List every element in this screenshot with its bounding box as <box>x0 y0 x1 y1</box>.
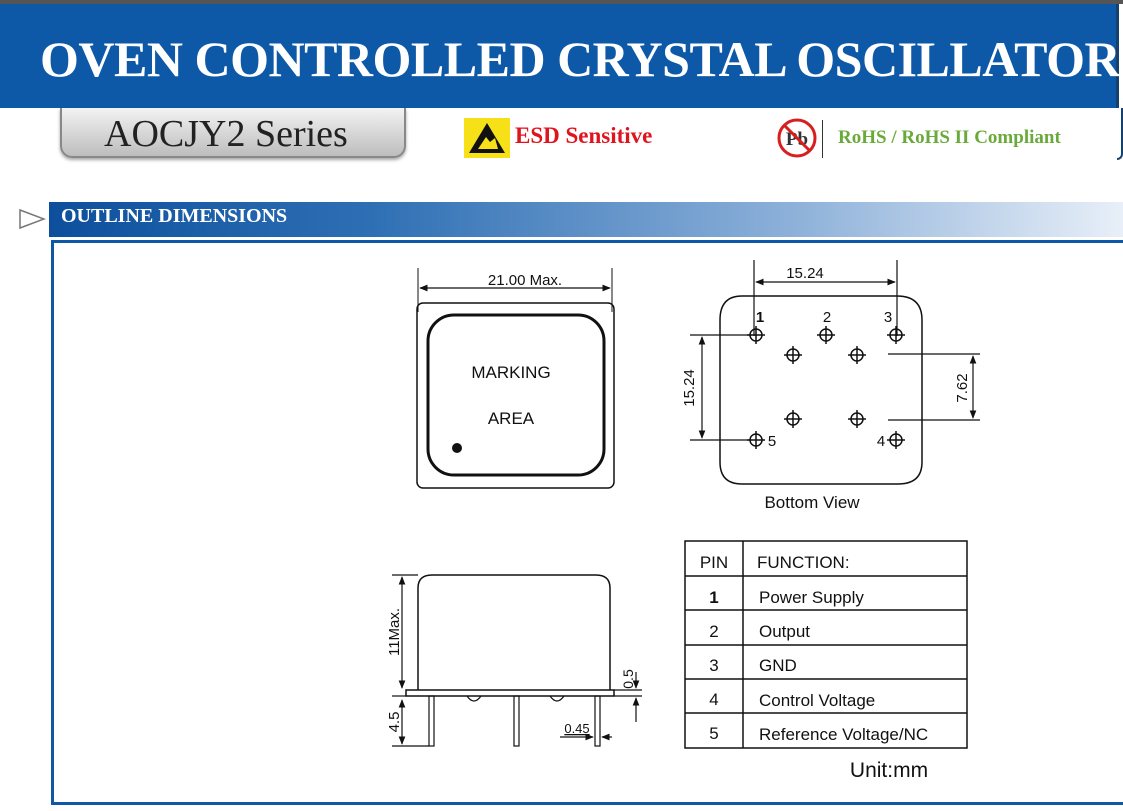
no-lead-icon: Pb <box>777 118 817 158</box>
bottom-dim-left: 15.24 <box>681 369 698 407</box>
divider <box>822 120 823 158</box>
top-rule <box>0 0 1123 4</box>
marking-line-2: AREA <box>488 409 535 428</box>
table-cell-function: Reference Voltage/NC <box>759 725 928 744</box>
pin-3-mark <box>887 326 905 344</box>
pin-2-mark <box>817 326 835 344</box>
header-edge <box>1117 108 1123 160</box>
pin-3-label: 3 <box>884 309 892 326</box>
bottom-view <box>690 260 980 485</box>
table-cell-function: GND <box>759 656 797 675</box>
table-header-pin: PIN <box>700 553 728 572</box>
bottom-dim-top: 15.24 <box>786 265 824 282</box>
series-tab: AOCJY2 Series <box>60 108 406 158</box>
header-banner: OVEN CONTROLLED CRYSTAL OSCILLATOR <box>0 4 1121 108</box>
pin-4-label: 4 <box>877 433 885 450</box>
pin-diameter-dim: 0.45 <box>564 721 589 736</box>
table-cell-pin: 1 <box>709 588 718 607</box>
table-cell-function: Output <box>759 622 810 641</box>
pin-4-mark <box>887 431 905 449</box>
esd-label: ESD Sensitive <box>515 123 653 148</box>
pin-5-mark <box>747 431 765 449</box>
pin-1-label: 1 <box>756 309 764 326</box>
bottom-view-caption: Bottom View <box>764 493 860 512</box>
side-view <box>392 574 642 747</box>
top-width-dim: 21.00 Max. <box>488 272 562 289</box>
bottom-dim-right: 7.62 <box>954 373 971 402</box>
unit-label: Unit:mm <box>850 759 928 782</box>
table-cell-function: Control Voltage <box>759 691 875 710</box>
page-title: OVEN CONTROLLED CRYSTAL OSCILLATOR <box>40 31 1121 87</box>
pin-mark <box>784 346 802 364</box>
side-height-dim: 11Max. <box>386 608 403 656</box>
table-cell-pin: 4 <box>709 690 718 709</box>
rohs-label: RoHS / RoHS II Compliant <box>838 127 1061 148</box>
drawing-frame <box>51 240 1123 805</box>
esd-warning-icon <box>464 118 510 158</box>
pin-2-label: 2 <box>823 309 831 326</box>
section-header: OUTLINE DIMENSIONS <box>49 202 1123 237</box>
pin-mark <box>784 410 802 428</box>
pin-1-mark <box>747 326 765 344</box>
pin-length-dim: 4.5 <box>386 712 403 733</box>
section-title: OUTLINE DIMENSIONS <box>61 205 288 227</box>
table-cell-pin: 5 <box>709 724 718 743</box>
top-view <box>416 268 615 489</box>
pin-mark <box>848 410 866 428</box>
series-label: AOCJY2 Series <box>104 113 348 155</box>
pin-5-label: 5 <box>768 433 776 450</box>
pin-mark <box>848 346 866 364</box>
table-cell-pin: 2 <box>709 622 718 641</box>
table-header-function: FUNCTION: <box>757 553 850 572</box>
standoff-dim: 0.5 <box>620 669 636 689</box>
arrow-right-icon <box>19 208 46 230</box>
table-cell-function: Power Supply <box>759 588 864 607</box>
marking-line-1: MARKING <box>471 363 550 382</box>
bottom-view-pins <box>747 326 905 449</box>
table-cell-pin: 3 <box>709 656 718 675</box>
pin-table <box>684 540 968 749</box>
